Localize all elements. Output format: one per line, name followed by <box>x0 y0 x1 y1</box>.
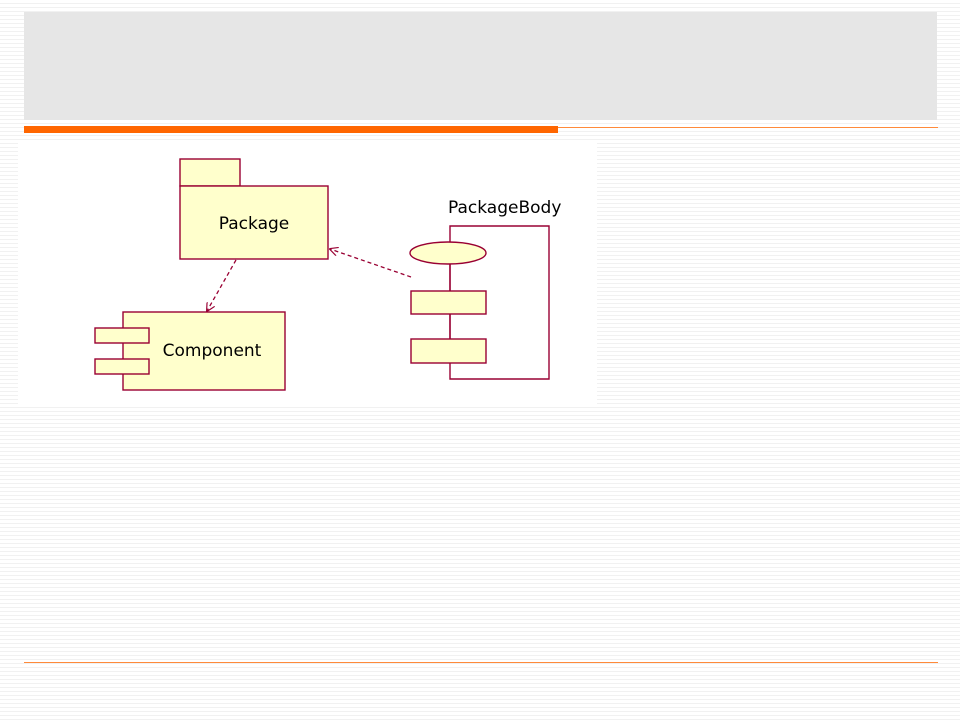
slide-title-band <box>24 12 937 120</box>
uml-diagram-svg: Package Component PackageBody <box>94 158 561 391</box>
package-body-rect-bottom <box>410 338 487 364</box>
component-port-top <box>94 327 150 344</box>
title-accent-bar <box>24 126 558 133</box>
footer-accent-line <box>24 662 938 663</box>
component-node: Component <box>94 311 286 391</box>
package-label: Package <box>219 214 289 234</box>
package-body-ellipse <box>409 241 487 265</box>
dependency-arrow-package-to-component <box>207 259 237 311</box>
package-body-rect <box>179 185 329 260</box>
package-body-node: PackageBody <box>409 198 561 380</box>
package-node: Package <box>179 158 329 260</box>
uml-diagram-image: Package Component PackageBody <box>18 142 597 404</box>
component-label: Component <box>163 341 262 361</box>
title-accent-line <box>558 127 938 128</box>
dependency-arrow-packagebody-to-package <box>330 249 412 278</box>
package-tab <box>179 158 241 187</box>
component-port-bottom <box>94 358 150 375</box>
component-body <box>122 311 286 391</box>
package-body-rect-top <box>410 290 487 315</box>
package-body-label: PackageBody <box>448 198 561 218</box>
